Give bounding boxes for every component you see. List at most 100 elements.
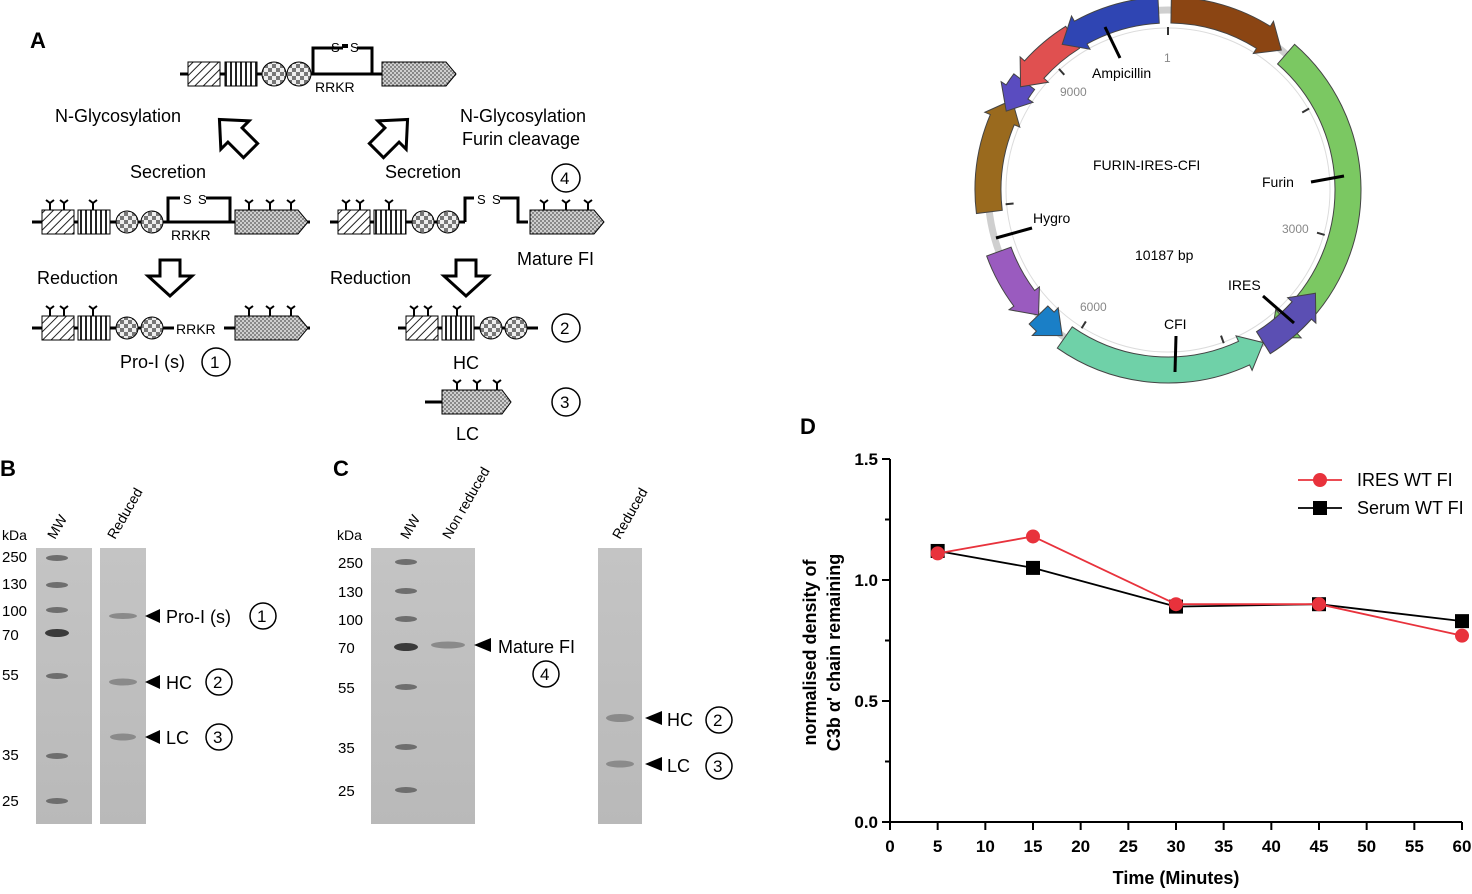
gel-c-num-3: 3: [713, 757, 722, 776]
pos-1: 1: [1164, 51, 1171, 65]
gel-c-num-4: 4: [540, 665, 549, 684]
plasmid-tick: [1316, 231, 1325, 236]
gel-b-label-hc: HC: [166, 673, 192, 693]
marker-hygro: [995, 226, 1033, 240]
n-glyco-left: N-Glycosylation: [55, 106, 181, 126]
mature-fi-label: Mature FI: [517, 249, 594, 269]
x-tick-label: 20: [1071, 837, 1090, 856]
secretion-left: Secretion: [130, 162, 206, 182]
gel-b-marker-100: 100: [2, 603, 27, 620]
gel-c-marker-250: 250: [338, 555, 363, 572]
x-tick-label: 50: [1357, 837, 1376, 856]
point-ires: [1026, 529, 1040, 544]
num-2-circle: [551, 313, 581, 343]
arc-furin: [1270, 43, 1362, 339]
x-tick-label: 30: [1167, 837, 1186, 856]
ss-s2: S: [350, 40, 359, 55]
ss-mid-s2: S: [198, 192, 207, 207]
num-1-circle: [201, 347, 231, 377]
num-4-circle: [551, 163, 581, 193]
gel-c-marker-100: 100: [338, 612, 363, 629]
arc-hygro: [974, 99, 1021, 215]
gel-c-sample-bands: [431, 641, 634, 768]
reduction-left: Reduction: [37, 268, 118, 288]
arc-cfi: [1056, 326, 1265, 384]
gel-b-label-lc: LC: [166, 728, 189, 748]
lc-construct: [425, 379, 512, 415]
y-axis-label-line2: C3b α' chain remaining: [824, 554, 844, 751]
arrow-reduction-right: [440, 258, 492, 299]
precursor-construct: S S RRKR: [180, 40, 457, 95]
gel-c-marker-35: 35: [338, 740, 355, 757]
x-tick-label: 55: [1405, 837, 1424, 856]
rrkr-bottom: RRKR: [176, 321, 216, 337]
gel-c-ladder-bands: [394, 559, 418, 793]
gel-c-reduced-lane: [598, 548, 642, 824]
pro-i-label: Pro-I (s): [120, 352, 185, 372]
gel-b-mw-lane: [36, 548, 92, 824]
plasmid-inner-ring: [1005, 27, 1331, 353]
x-tick-label: 15: [1024, 837, 1043, 856]
gel-c-label-mature: Mature FI: [498, 637, 575, 657]
gel-b-lane-mw: MW: [44, 511, 71, 541]
gel-b-marker-250: 250: [2, 549, 27, 566]
secreted-pro-i-construct: S S RRKR: [32, 192, 310, 243]
gel-c-num-2: 2: [713, 711, 722, 730]
marker-cfi: [1173, 335, 1178, 373]
y-tick-label: 1.5: [854, 450, 878, 469]
panel-letter-d: D: [800, 414, 816, 439]
point-serum: [1455, 614, 1469, 629]
plasmid-tick: [1058, 68, 1066, 76]
gel-c-marker-25: 25: [338, 783, 355, 800]
x-tick-label: 0: [885, 837, 894, 856]
plasmid-name: FURIN-IRES-CFI: [1093, 157, 1200, 173]
gel-b-label-pro-i: Pro-I (s): [166, 607, 231, 627]
legend-marker: [1313, 473, 1327, 487]
series-line-serum: [937, 550, 1463, 623]
gel-b-marker-25: 25: [2, 793, 19, 810]
x-tick-label: 10: [976, 837, 995, 856]
ss-right-s2: S: [492, 192, 501, 207]
plasmid-size: 10187 bp: [1135, 247, 1194, 263]
x-tick-label: 25: [1119, 837, 1138, 856]
y-axis-label-line1: normalised density of: [800, 558, 820, 745]
legend-label: IRES WT FI: [1357, 470, 1453, 490]
pos-3000: 3000: [1282, 222, 1309, 236]
panel-letter-c: C: [333, 456, 349, 481]
feature-cfi: CFI: [1164, 316, 1187, 332]
gel-b-marker-70: 70: [2, 627, 19, 644]
reduction-right: Reduction: [330, 268, 411, 288]
plasmid-tick: [1220, 335, 1225, 344]
x-tick-label: 40: [1262, 837, 1281, 856]
gel-c-lane-nonreduced: Non reduced: [439, 464, 493, 541]
feature-furin: Furin: [1262, 174, 1294, 190]
gel-b-reduced-lane: [100, 548, 146, 824]
plasmid-tick: [1005, 202, 1014, 206]
gel-c-lane-reduced: Reduced: [609, 485, 651, 542]
panel-letter-b: B: [0, 456, 16, 481]
series-line-ires: [937, 535, 1463, 637]
gel-b-band-labels: Pro-I (s) 1 HC 2 LC 3: [145, 602, 277, 751]
gel-b-num-1: 1: [257, 607, 266, 626]
marker-furin: [1310, 174, 1345, 184]
num-3: 3: [560, 393, 569, 412]
gel-b-sample-bands: [109, 613, 137, 741]
point-ires: [1169, 597, 1183, 612]
y-tick-label: 0.0: [854, 813, 878, 832]
arrow-reduction-left: [144, 258, 196, 299]
y-tick-label: 1.0: [854, 571, 878, 590]
gel-b-marker-130: 130: [2, 576, 27, 593]
gel-b-kda: kDa: [2, 527, 27, 543]
point-serum: [1026, 560, 1040, 575]
arc-brown: [1170, 0, 1282, 55]
gel-c-band-labels: Mature FI 4 HC 2 LC 3: [474, 637, 733, 780]
feature-ires: IRES: [1228, 277, 1261, 293]
legend-marker: [1313, 501, 1327, 515]
ss-mid-s1: S: [183, 192, 192, 207]
x-axis-label: Time (Minutes): [1113, 868, 1240, 888]
marker-ampicillin: [1103, 26, 1122, 59]
arrow-down-left: [217, 117, 260, 160]
